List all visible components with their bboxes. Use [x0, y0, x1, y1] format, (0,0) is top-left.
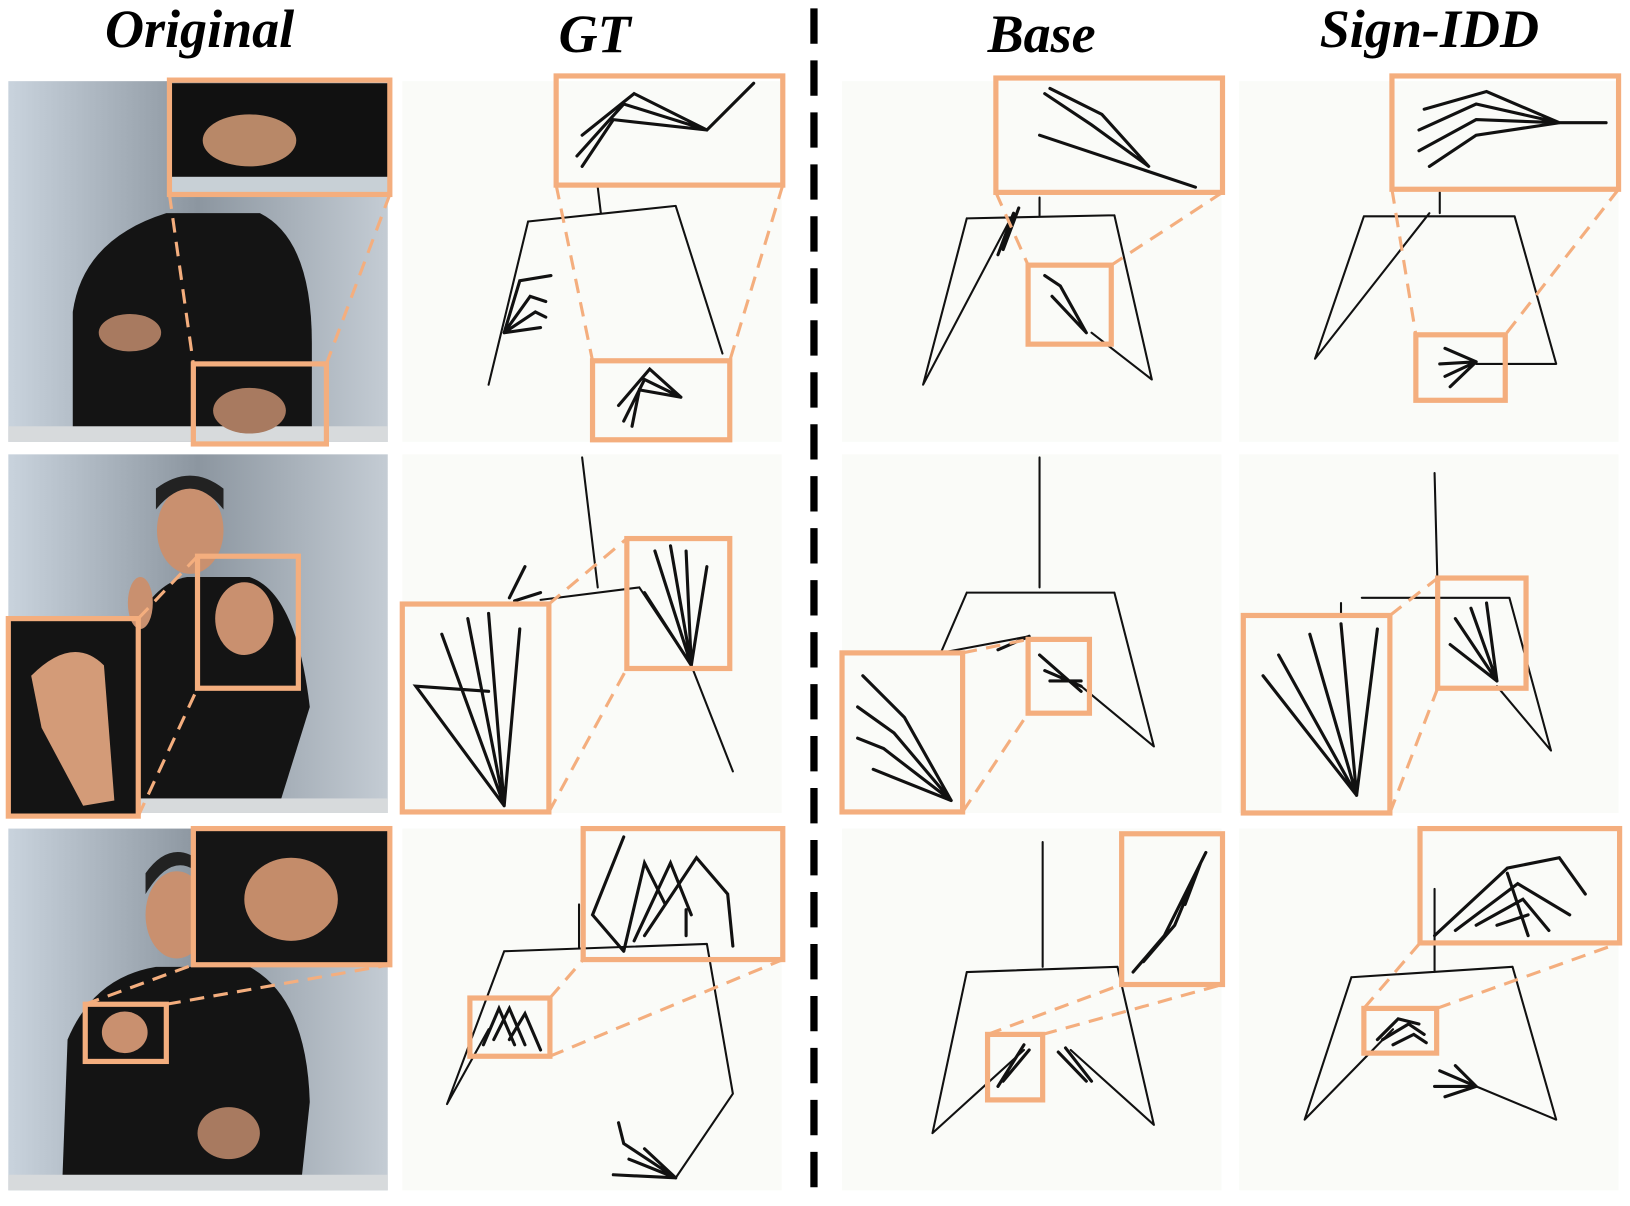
original-photo-1 — [8, 81, 388, 442]
column-title-gt: GT — [559, 4, 633, 64]
sign-idd-skeleton-1 — [1239, 81, 1619, 442]
highlight-box — [190, 361, 330, 447]
column-title-original: Original — [105, 0, 294, 59]
base-skeleton-1 — [842, 81, 1222, 442]
gt-skeleton-3 — [402, 828, 782, 1191]
row-3 — [8, 825, 1623, 1191]
column-title-base: Base — [987, 4, 1096, 64]
gt-skeleton-2 — [402, 454, 782, 813]
base-skeleton-3 — [842, 828, 1222, 1191]
zoom-box — [166, 77, 393, 198]
column-title-sign-idd: Sign-IDD — [1320, 0, 1539, 59]
sign-idd-skeleton-2 — [1239, 454, 1619, 813]
row-1 — [8, 73, 1622, 447]
row-2 — [5, 454, 1619, 819]
base-skeleton-2 — [842, 454, 1222, 813]
original-photo-3 — [8, 828, 388, 1191]
